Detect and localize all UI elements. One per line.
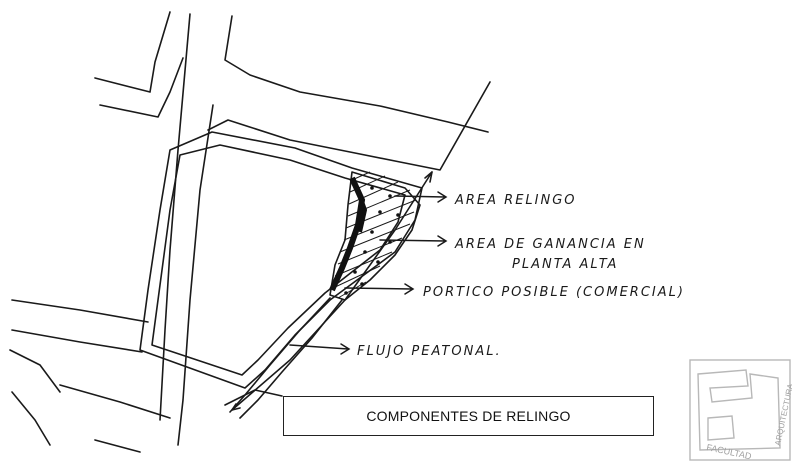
label-portico: PORTICO POSIBLE (COMERCIAL) bbox=[423, 285, 685, 300]
label-area-ganancia-line2: PLANTA ALTA bbox=[512, 257, 618, 272]
logo-text-facultad: FACULTAD bbox=[706, 442, 753, 461]
street-edge bbox=[159, 13, 191, 421]
pedestrian-path bbox=[229, 297, 331, 413]
street-block-top-left bbox=[94, 11, 184, 118]
street-left bbox=[11, 299, 149, 353]
axis-arrowhead bbox=[424, 171, 433, 183]
caption-box: COMPONENTES DE RELINGO bbox=[283, 396, 654, 436]
leader-arrows bbox=[289, 191, 448, 355]
street-left bbox=[9, 349, 61, 446]
street-bottom bbox=[59, 384, 171, 453]
relingo-dots bbox=[344, 186, 400, 295]
relingo-wedge bbox=[329, 171, 421, 301]
street-block-top-right bbox=[224, 15, 489, 133]
label-area-ganancia-line1: AREA DE GANANCIA EN bbox=[454, 237, 646, 252]
street-block-top-right bbox=[207, 81, 491, 171]
main-block-inner bbox=[151, 144, 406, 376]
logo-text-arquitectura: ARQUITECTURA bbox=[773, 382, 792, 446]
relingo-hatching bbox=[329, 171, 417, 299]
axis-arrowhead bbox=[231, 403, 241, 411]
caption-title: COMPONENTES DE RELINGO bbox=[366, 408, 571, 424]
label-flujo: FLUJO PEATONAL. bbox=[357, 344, 502, 359]
faculty-logo: FACULTAD ARQUITECTURA bbox=[689, 359, 792, 462]
label-area-relingo: AREA RELINGO bbox=[454, 193, 577, 208]
street-edge bbox=[177, 104, 214, 446]
